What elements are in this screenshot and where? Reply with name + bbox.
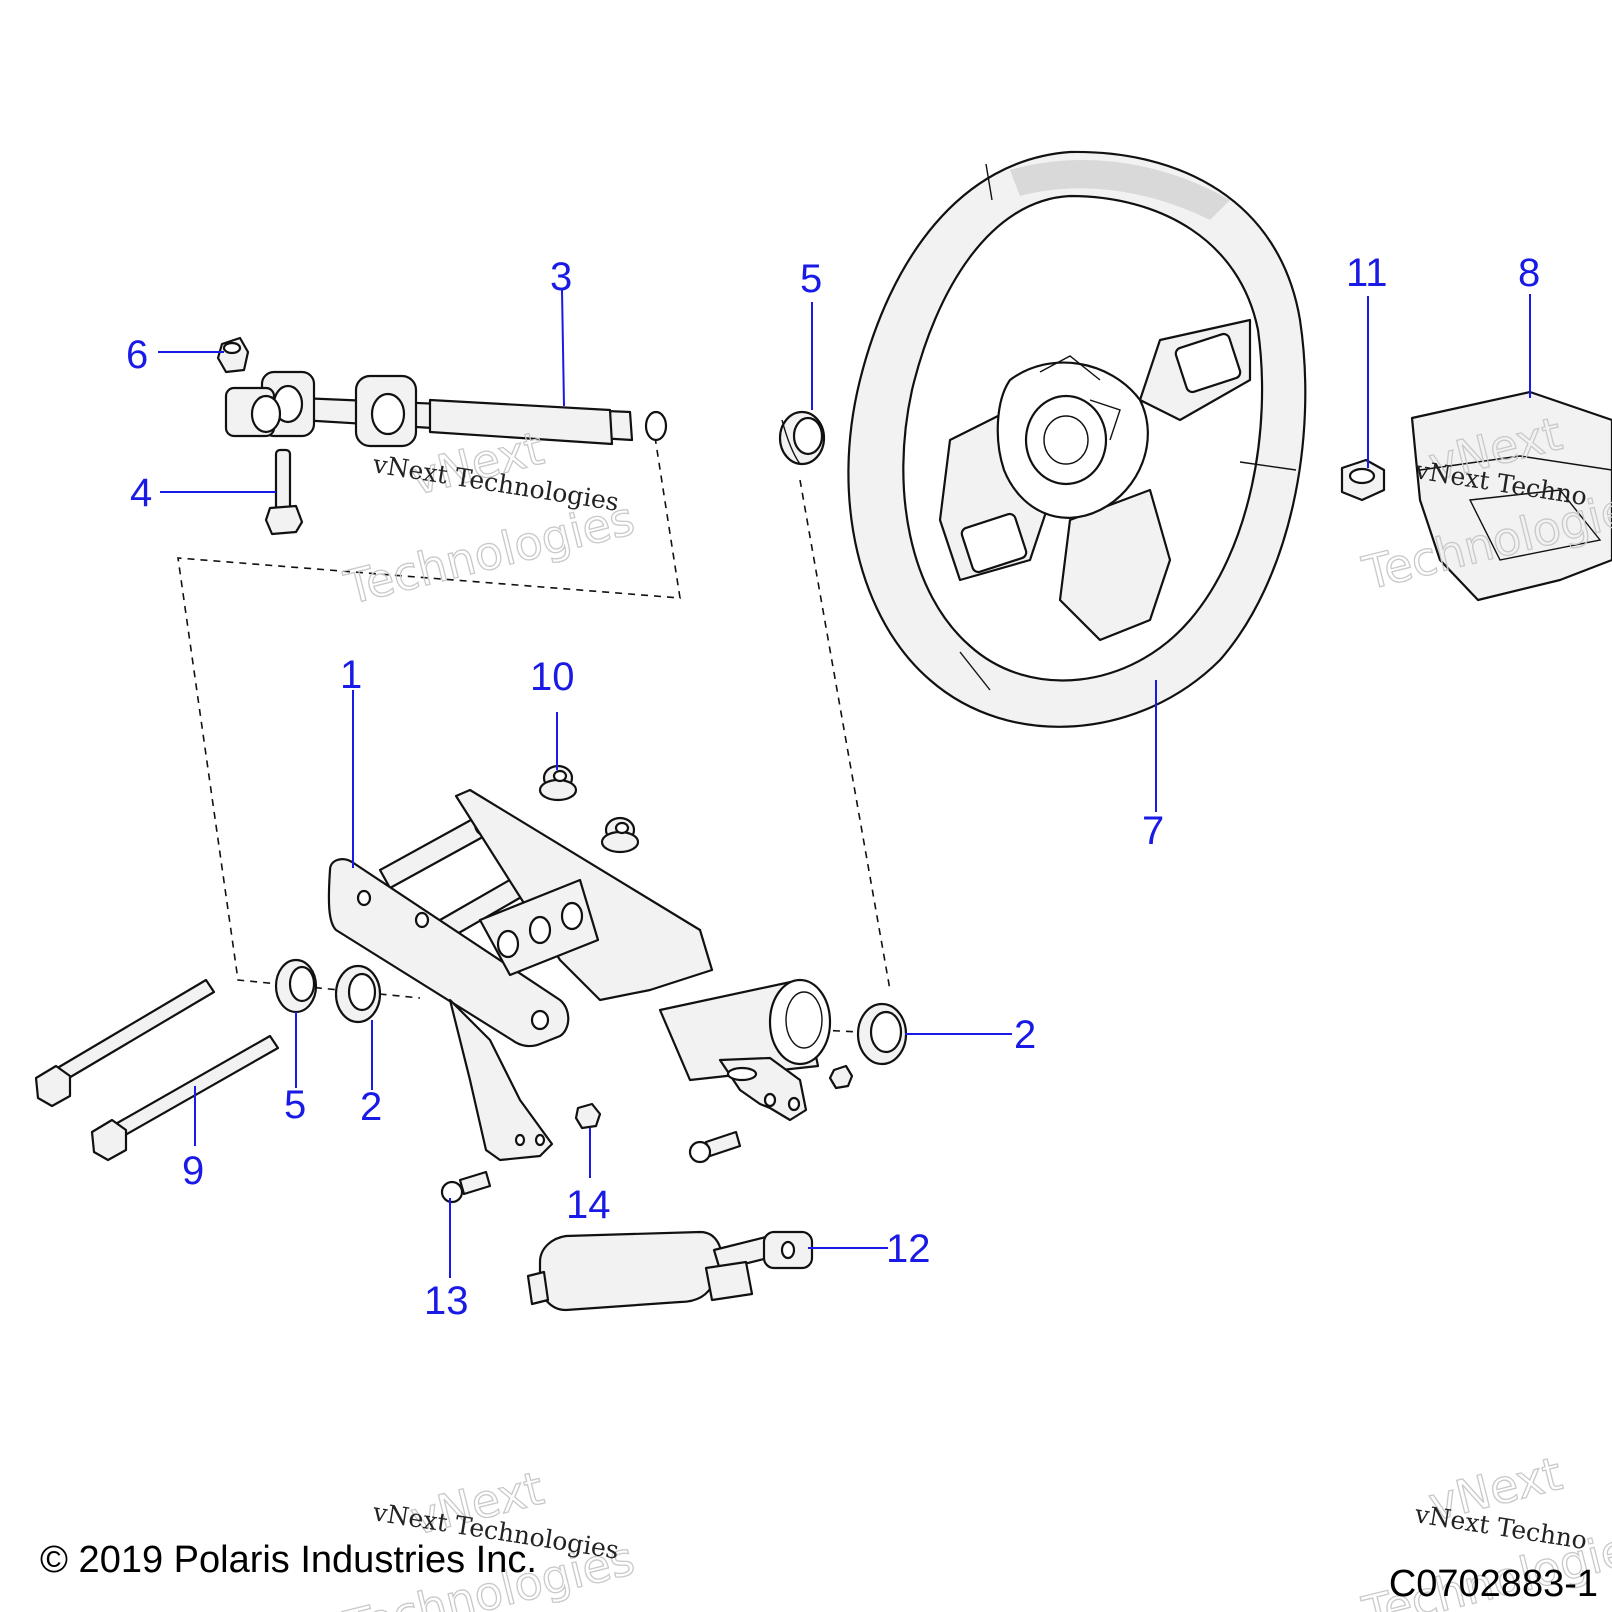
drawing-number: C0702883-1 [1389,1563,1598,1605]
steering-wheel[interactable] [847,150,1307,728]
callout-7: 7 [1142,809,1164,853]
callout-13: 13 [424,1279,469,1323]
tilt-damper[interactable] [526,1230,814,1312]
bushing-5-top[interactable] [778,410,826,466]
bushing-2-right[interactable] [856,1002,908,1066]
callout-1: 1 [340,653,362,697]
callout-10: 10 [530,655,575,699]
bolt-13[interactable] [440,1130,742,1204]
callout-labels: 1 2 2 3 4 5 5 6 7 8 9 10 11 12 13 14 [126,251,1540,1323]
bushing-5-lower[interactable] [274,958,318,1014]
steering-bracket[interactable] [327,788,832,1162]
callout-2-right: 2 [1014,1013,1036,1057]
callout-5-lower: 5 [284,1083,306,1127]
callout-11: 11 [1346,251,1388,295]
callout-9: 9 [182,1149,204,1193]
callout-6: 6 [126,333,148,377]
nut-14[interactable] [574,1064,854,1130]
callout-3: 3 [550,255,572,299]
nut-6[interactable] [216,336,250,374]
bolt-4[interactable] [264,448,304,536]
callout-12: 12 [886,1227,931,1271]
callout-2-lower: 2 [360,1085,382,1129]
callout-4: 4 [130,471,152,515]
copyright-notice: © 2019 Polaris Industries Inc. [40,1539,537,1581]
nut-11[interactable] [1340,458,1386,502]
callout-14: 14 [566,1183,611,1227]
steering-shaft[interactable] [224,370,668,448]
long-bolt-9[interactable] [34,978,280,1162]
callout-5-top: 5 [800,257,822,301]
leader-lines [158,289,1531,1278]
callout-8: 8 [1518,251,1540,295]
assembly-dashed-lines [177,436,891,1034]
bushing-2-lower[interactable] [334,964,382,1024]
grommet-10[interactable] [538,764,640,854]
steering-wheel-cover[interactable] [1410,390,1612,602]
